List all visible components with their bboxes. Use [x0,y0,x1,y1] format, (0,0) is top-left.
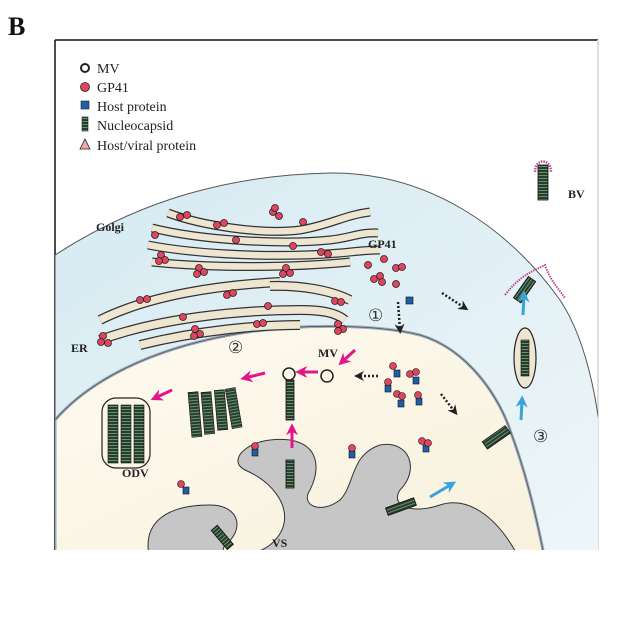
legend-label-host-protein: Host protein [97,100,167,115]
legend-item-host-viral-protein: Host/viral protein [79,138,196,154]
nucleocapsid-vs-lower [210,524,234,551]
host-protein-complexes [177,296,432,495]
vs-label: VS [272,536,288,550]
pathway-2-arrows [150,348,357,448]
er-label: ER [71,341,88,355]
mv-icon [80,63,90,73]
host-viral-protein-icon [79,138,91,150]
membrane-vesicles [282,367,334,383]
bv-envelope [533,160,553,173]
golgi-label: Golgi [96,220,125,234]
nucleocapsid-icon [81,116,89,132]
nucleocapsid-mv [285,379,295,421]
legend-item-mv: MV [80,62,120,77]
nucleocapsid-egress [384,497,417,517]
legend-item-host-protein: Host protein [80,100,167,115]
nuclear-envelope [55,325,544,550]
host-protein-icon [80,100,90,110]
legend: MV GP41 Host protein Nucleocapsid Host/v… [79,62,196,154]
bv-label: BV [568,187,585,201]
vesicle-nucleocapsid [520,339,530,377]
pathway-3-arrows [429,290,530,499]
legend-item-nucleocapsid: Nucleocapsid [81,116,173,134]
budded-virus-core [537,164,549,201]
endoplasmic-reticulum [97,277,353,350]
nucleocapsids [210,164,549,551]
legend-label-nucleocapsid: Nucleocapsid [97,119,173,134]
pathway-1-arrows [354,291,469,416]
panel-label: B [8,12,26,41]
virogenic-stroma [147,438,516,550]
step-2-marker: ② [228,338,243,357]
odv-nucleocapsids [107,404,145,464]
legend-label-mv: MV [97,62,120,77]
step-1-marker: ① [368,306,383,325]
budding-site-envelope [504,263,566,299]
assembling-nucleocapsids [187,387,243,438]
nucleocapsid-vs [285,459,295,489]
step-3-marker: ③ [533,427,548,446]
odv-label: ODV [122,466,149,480]
gp41-label: GP41 [368,237,397,251]
nucleocapsid-budding-nucleus [481,425,511,450]
gp41-icon [80,82,90,92]
legend-label-host-viral-protein: Host/viral protein [97,139,196,154]
golgi-apparatus [147,207,381,271]
legend-item-gp41: GP41 [80,81,129,96]
mv-label: MV [318,346,338,360]
legend-label-gp41: GP41 [97,81,129,96]
gp41-clusters [97,204,406,347]
